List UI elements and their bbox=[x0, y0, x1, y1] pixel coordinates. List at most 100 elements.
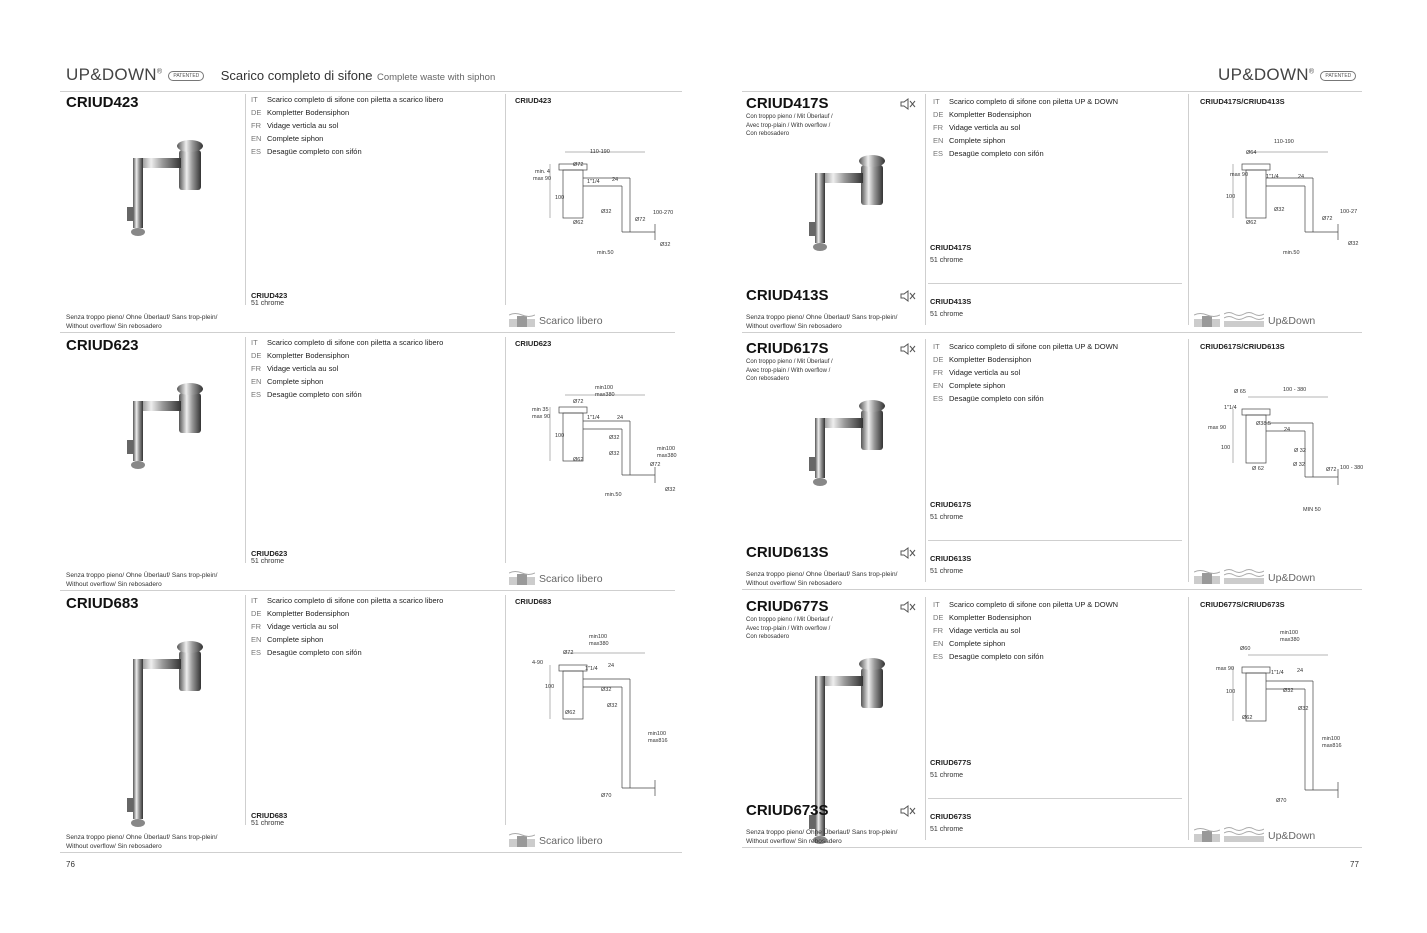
dimension-label: max 90 bbox=[1230, 172, 1249, 178]
page-title: Scarico completo di sifone bbox=[220, 68, 373, 83]
divider bbox=[60, 91, 682, 92]
product-code: CRIUD417S bbox=[746, 95, 829, 112]
dimension-label: Ø62 bbox=[1242, 715, 1253, 721]
dimension-label: MIN 50 bbox=[1303, 507, 1321, 513]
dimension-label: Ø60 bbox=[1240, 646, 1251, 652]
variant-code: CRIUD417S bbox=[930, 243, 972, 252]
waste-up-icon bbox=[1194, 828, 1220, 842]
dimension-label: 100 bbox=[555, 433, 565, 439]
right-header: UP&DOWN®PATENTED bbox=[1218, 65, 1357, 85]
divider bbox=[245, 337, 246, 563]
product-photo bbox=[809, 400, 885, 486]
alt-variant-code: CRIUD673S bbox=[930, 812, 972, 821]
dimension-label: Ø72 bbox=[1322, 216, 1333, 222]
drawing-title: CRIUD417S/CRIUD413S bbox=[1200, 97, 1285, 106]
dimension-label: Ø72 bbox=[563, 650, 574, 656]
patented-badge: PATENTED bbox=[168, 70, 205, 81]
waste-type-badge: Up&Down bbox=[1194, 826, 1315, 842]
technical-drawing bbox=[1232, 151, 1339, 240]
dimension-label: 24 bbox=[1284, 427, 1291, 433]
drawing-title: CRIUD683 bbox=[515, 597, 552, 606]
waste-free-icon bbox=[509, 313, 535, 327]
dimension-label: Ø 32 bbox=[1293, 462, 1305, 468]
product-photo bbox=[809, 658, 885, 844]
divider bbox=[928, 283, 1182, 284]
alt-product-code: CRIUD673S bbox=[746, 802, 829, 819]
dimension-label: max816 bbox=[1322, 743, 1342, 749]
dimension-label: Ø72 bbox=[573, 399, 584, 405]
product-code: CRIUD683 bbox=[66, 595, 139, 612]
divider bbox=[742, 847, 1362, 848]
divider bbox=[742, 332, 1362, 333]
dimension-label: Ø32 bbox=[1348, 241, 1359, 247]
finish: 51 chrome bbox=[251, 300, 285, 307]
waste-type-badge: Up&Down bbox=[1194, 568, 1315, 584]
dimension-label: Ø32 bbox=[609, 451, 620, 457]
page-subtitle: Complete waste with siphon bbox=[376, 72, 496, 83]
technical-drawing bbox=[549, 652, 656, 796]
dimension-label: 110-190 bbox=[590, 149, 610, 155]
dimension-label: max 90 bbox=[1208, 425, 1227, 431]
waste-up-icon bbox=[1194, 313, 1220, 327]
alt-product-code: CRIUD413S bbox=[746, 287, 829, 304]
dimension-label: Ø62 bbox=[573, 220, 584, 226]
drawing-title: CRIUD617S/CRIUD613S bbox=[1200, 342, 1285, 351]
dimension-label: Ø 65 bbox=[1234, 389, 1246, 395]
product-photo bbox=[809, 155, 885, 251]
divider bbox=[505, 337, 506, 563]
divider bbox=[60, 852, 682, 853]
divider bbox=[925, 339, 926, 582]
page-number-left: 76 bbox=[66, 860, 75, 869]
dimension-label: 24 bbox=[1297, 668, 1304, 674]
divider bbox=[1188, 339, 1189, 582]
product-photo bbox=[127, 641, 203, 827]
overflow-note: Con troppo pieno / Mit Überlauf /Avec tr… bbox=[746, 359, 833, 382]
divider bbox=[925, 94, 926, 325]
dimension-label: min. 4 bbox=[535, 169, 550, 175]
drawing-title: CRIUD423 bbox=[515, 96, 552, 105]
dimension-label: Ø62 bbox=[573, 457, 584, 463]
brand-logo: UP&DOWN® bbox=[1218, 65, 1315, 84]
dimension-label: Ø70 bbox=[1276, 798, 1287, 804]
variant-code: CRIUD617S bbox=[930, 500, 972, 509]
dimension-label: max816 bbox=[648, 738, 668, 744]
divider bbox=[1188, 597, 1189, 840]
dimension-label: 1"1/4 bbox=[1271, 670, 1284, 676]
dimension-label: Ø32 bbox=[1274, 207, 1285, 213]
dimension-label: Ø32 bbox=[609, 435, 620, 441]
dimension-label: max380 bbox=[589, 641, 609, 647]
product-row: CRIUD423 Senza troppo pieno/ Ohne Überla… bbox=[60, 92, 682, 333]
dimension-label: Ø32 bbox=[660, 242, 671, 248]
waste-free-icon bbox=[509, 833, 535, 847]
product-row: CRIUD677S Con troppo pieno / Mit Überlau… bbox=[742, 595, 1362, 848]
divider bbox=[60, 590, 675, 591]
dimension-label: 100 bbox=[1226, 194, 1236, 200]
dimension-label: 100-27 bbox=[1340, 209, 1358, 215]
product-code: CRIUD677S bbox=[746, 598, 829, 615]
dimension-label: 1"1/4 bbox=[1266, 174, 1279, 180]
dimension-label: Ø62 bbox=[565, 710, 576, 716]
divider bbox=[245, 94, 246, 305]
no-overflow-icon bbox=[900, 805, 916, 817]
dimension-label: 1"1/4 bbox=[585, 666, 598, 672]
dimension-label: min100 bbox=[648, 731, 667, 737]
